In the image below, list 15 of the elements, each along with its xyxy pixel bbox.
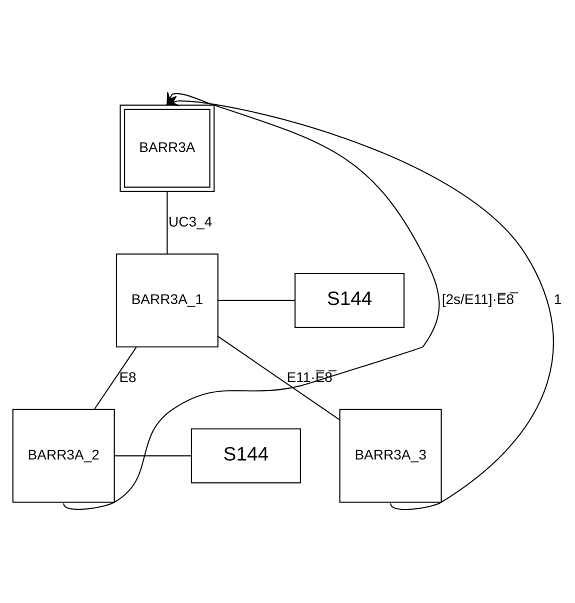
node-box: BARR3A_2: [12, 408, 115, 503]
node-box: S144: [190, 428, 301, 484]
node-box: BARR3A_1: [116, 254, 218, 348]
connector: [166, 192, 168, 254]
edge-label: UC3_4: [168, 213, 212, 230]
connector: [94, 346, 137, 410]
connector: [114, 455, 192, 456]
node-box: BARR3A: [120, 104, 215, 192]
arrow: [166, 96, 554, 510]
edge-label: E8: [119, 368, 136, 385]
node-box: BARR3A_3: [339, 408, 442, 503]
edge-label: 1: [554, 291, 562, 308]
node-box: S144: [294, 272, 405, 328]
connector: [218, 336, 340, 420]
connector: [218, 300, 295, 301]
